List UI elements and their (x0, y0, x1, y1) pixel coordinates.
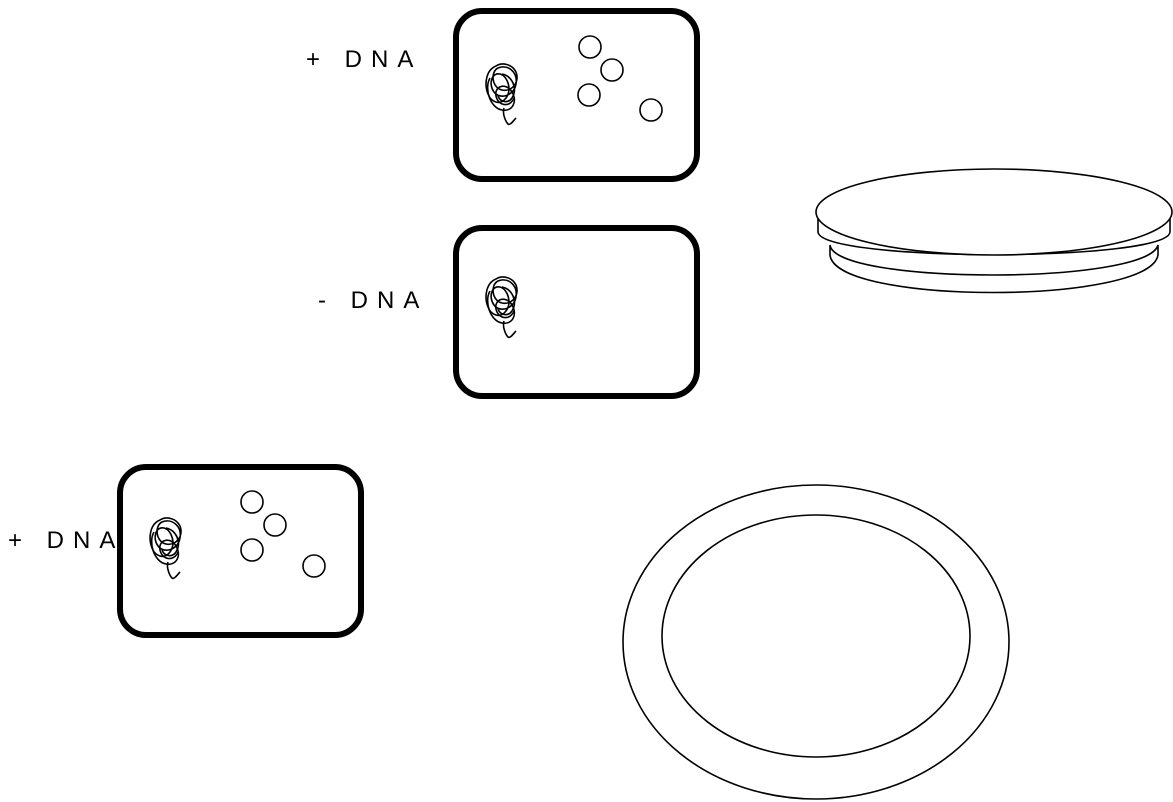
plus-dna-label-bottom: + DNA (8, 527, 125, 554)
plasmid-icon (600, 58, 624, 82)
plasmid-group-top (577, 35, 663, 122)
plasmid-icon (577, 83, 601, 107)
cell-top (453, 8, 700, 182)
plasmid-icon (302, 554, 326, 578)
plasmid-icon (578, 35, 602, 59)
plasmid-icon (240, 538, 264, 562)
minus-dna-label: - DNA (318, 287, 429, 314)
plus-dna-label-top: + DNA (306, 46, 423, 73)
plasmid-icon (240, 490, 264, 514)
plasmid-icon (263, 513, 287, 537)
petri-dish-top-view-icon (622, 484, 1010, 800)
cell-middle-membrane (453, 225, 700, 399)
petri-dish-side-view-icon (815, 168, 1173, 294)
plasmid-icon (639, 98, 663, 122)
plasmid-group-bottom (240, 490, 326, 578)
cell-middle (453, 225, 700, 399)
cell-top-membrane (453, 8, 700, 182)
cell-bottom (117, 464, 364, 638)
